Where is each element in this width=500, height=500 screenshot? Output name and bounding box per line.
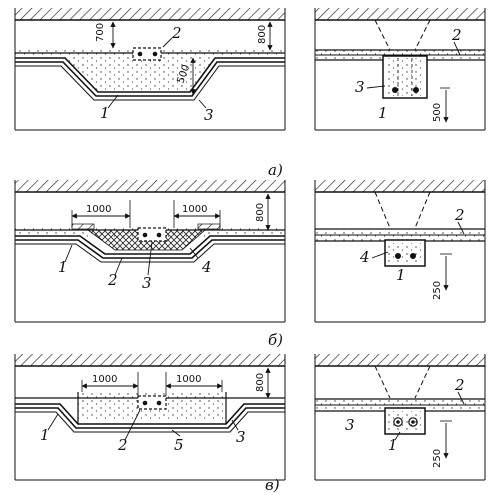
sand-fill bbox=[15, 50, 285, 92]
pipe-1 bbox=[15, 57, 285, 93]
label-r1: 1 bbox=[388, 436, 398, 454]
label-4: 4 bbox=[201, 258, 212, 276]
label-1: 1 bbox=[58, 258, 68, 276]
label-r2: 2 bbox=[454, 376, 465, 394]
panel-c-right: 250 2 3 1 bbox=[314, 354, 486, 481]
duct-block bbox=[132, 47, 162, 61]
dim-1000-left: 1000 bbox=[86, 204, 111, 215]
label-r1: 1 bbox=[378, 104, 388, 122]
caption-c: в) bbox=[265, 476, 280, 494]
label-1: 1 bbox=[100, 104, 110, 122]
caption-a: а) bbox=[268, 161, 283, 179]
caption-b: б) bbox=[268, 331, 283, 349]
dim-800: 800 bbox=[255, 203, 266, 222]
label-3: 3 bbox=[204, 106, 214, 124]
ground-hatch bbox=[15, 8, 285, 20]
panel-b-right: 250 2 4 1 bbox=[314, 180, 486, 323]
panel-c-left: 1000 1000 800 1 2 5 3 bbox=[14, 354, 286, 481]
dim-250-right: 250 bbox=[432, 449, 443, 468]
dim-700: 700 bbox=[95, 23, 106, 42]
label-r2: 2 bbox=[451, 26, 462, 44]
panel-b-left: 1000 1000 800 1 2 3 4 bbox=[14, 180, 286, 323]
label-2: 2 bbox=[117, 436, 128, 454]
dim-500-right: 500 bbox=[432, 103, 443, 122]
dim-1000-right: 1000 bbox=[176, 374, 201, 385]
dim-800: 800 bbox=[257, 25, 268, 44]
dim-1000-left: 1000 bbox=[92, 374, 117, 385]
dim-250-right: 250 bbox=[432, 281, 443, 300]
label-r3: 3 bbox=[355, 78, 365, 96]
label-r1: 1 bbox=[396, 266, 406, 284]
dim-800: 800 bbox=[255, 373, 266, 392]
label-3: 3 bbox=[142, 274, 152, 292]
ground-hatch bbox=[315, 8, 485, 20]
label-5: 5 bbox=[174, 436, 184, 454]
panel-a-right: 500 2 3 1 bbox=[314, 8, 486, 131]
panel-a-left: 700 800 500 1 2 3 bbox=[14, 8, 286, 131]
label-3: 3 bbox=[236, 428, 246, 446]
label-r3: 3 bbox=[345, 416, 355, 434]
dim-1000-right: 1000 bbox=[182, 204, 207, 215]
label-r4: 4 bbox=[359, 248, 370, 266]
label-1: 1 bbox=[40, 426, 50, 444]
label-r2: 2 bbox=[454, 206, 465, 224]
label-2: 2 bbox=[171, 24, 182, 42]
label-2: 2 bbox=[107, 271, 118, 289]
